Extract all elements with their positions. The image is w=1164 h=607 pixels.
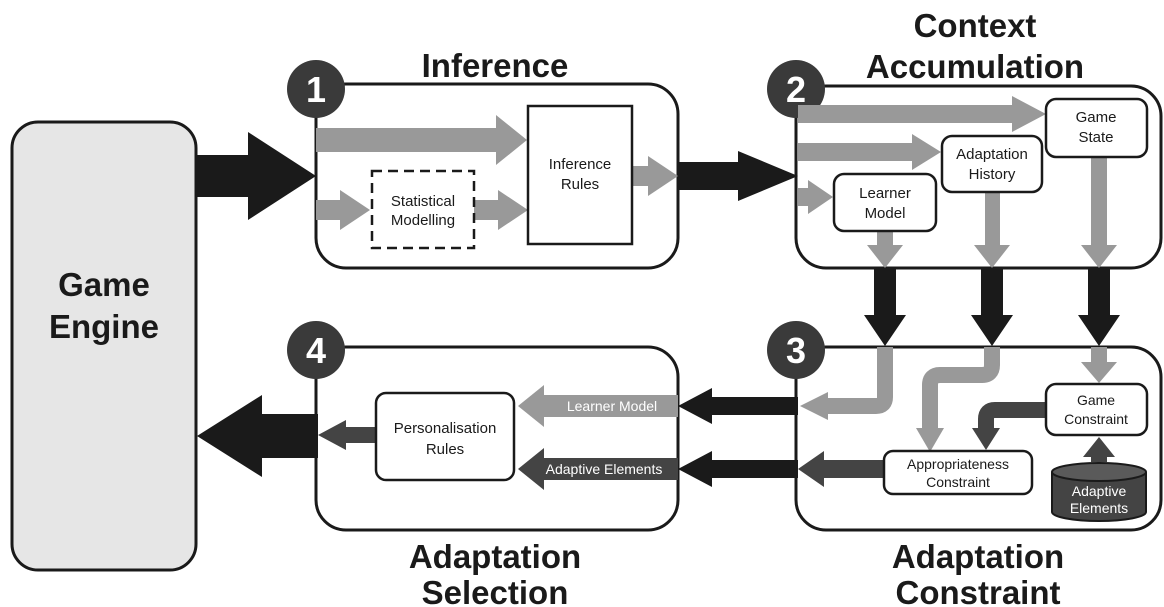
adaptation-history-box: Adaptation History [940,134,1044,194]
constraint-to-selection-arrow-1 [678,388,798,424]
svg-text:Game: Game [1077,392,1115,408]
svg-text:Adaptation: Adaptation [956,146,1028,163]
to-statistical-modelling-arrow [316,190,370,230]
svg-text:Constraint: Constraint [1064,411,1128,427]
adaptive-elements-up-arrow [1083,437,1115,462]
to-adaptation-history-arrow [798,134,941,170]
svg-text:Rules: Rules [561,176,599,193]
context-to-constraint-arrow-3 [1078,268,1120,346]
engine-to-inference-arrow [196,132,316,220]
from-inference-rules-arrow [632,156,678,196]
personalisation-out-arrow [318,420,376,450]
appropriateness-constraint-box: Appropriateness Constraint [882,449,1034,496]
game-constraint-box: Game Constraint [1044,382,1149,437]
constraint-title-2: Constraint [896,574,1061,607]
statistical-modelling-box: Statistical Modelling [370,169,476,250]
to-learner-model-arrow [798,180,833,214]
context-title-2: Accumulation [866,48,1084,85]
svg-text:Model: Model [865,205,906,222]
game-state-down-arrow [1081,158,1117,268]
game-constraint-to-appropriateness-arrow [978,402,1046,430]
stage-3-badge: 3 [767,321,825,379]
svg-text:Statistical: Statistical [391,193,455,210]
learner-model-box: Learner Model [832,172,938,233]
svg-text:1: 1 [306,69,326,110]
svg-text:4: 4 [306,330,326,371]
svg-text:Learner: Learner [859,185,911,202]
svg-text:Personalisation: Personalisation [394,420,497,437]
constraint-title-1: Adaptation [892,538,1064,575]
inference-title: Inference [422,47,569,84]
adaptation-history-bend-arrow [922,347,1000,430]
game-engine-label-2: Engine [49,308,159,345]
learner-model-arrow-label: Learner Model [567,398,657,414]
game-state-box: Game State [1044,97,1149,159]
svg-text:Game: Game [1076,109,1117,126]
svg-text:Modelling: Modelling [391,212,455,229]
learner-model-bend-arrow [826,347,893,414]
adaptation-history-bend-arrowhead [916,428,944,452]
svg-text:3: 3 [786,330,806,371]
context-to-constraint-arrow-2 [971,268,1013,346]
svg-text:History: History [969,166,1016,183]
personalisation-rules-box: Personalisation Rules [374,391,516,482]
adaptive-elements-db-label-1: Adaptive [1072,483,1127,499]
adaptive-elements-database-icon: Adaptive Elements [1051,462,1147,522]
adaptation-history-down-arrow [974,193,1010,268]
svg-text:Constraint: Constraint [926,474,990,490]
stage-1-badge: 1 [287,60,345,118]
selection-title-1: Adaptation [409,538,581,575]
adaptive-elements-arrow-label: Adaptive Elements [546,461,663,477]
inference-top-arrow [316,115,527,165]
svg-text:State: State [1078,129,1113,146]
game-constraint-to-appropriateness-arrowhead [972,428,1000,450]
context-title-1: Context [914,7,1037,44]
svg-text:2: 2 [786,69,806,110]
adaptive-elements-db-label-2: Elements [1070,500,1128,516]
inference-rules-box: Inference Rules [526,104,634,246]
appropriateness-out-arrow [798,451,884,487]
inference-to-context-arrow [678,151,798,201]
learner-model-bend-arrowhead [800,392,828,420]
svg-text:Inference: Inference [549,156,612,173]
selection-title-2: Selection [422,574,569,607]
adaptive-elements-label-arrow: Adaptive Elements [518,448,678,490]
game-engine-label-1: Game [58,266,150,303]
constraint-to-selection-arrow-2 [678,451,798,487]
selection-to-engine-arrow [197,395,318,477]
game-state-to-game-constraint-arrow [1081,347,1117,383]
context-to-constraint-arrow-1 [864,268,906,346]
to-game-state-arrow [798,96,1046,132]
stage-2-badge: 2 [767,60,825,118]
svg-text:Rules: Rules [426,441,464,458]
game-engine: Game Engine [10,120,198,572]
learner-model-down-arrow [867,231,903,268]
svg-text:Appropriateness: Appropriateness [907,456,1009,472]
from-statistical-modelling-arrow [474,190,528,230]
learner-model-label-arrow: Learner Model [518,385,678,427]
stage-4-badge: 4 [287,321,345,379]
